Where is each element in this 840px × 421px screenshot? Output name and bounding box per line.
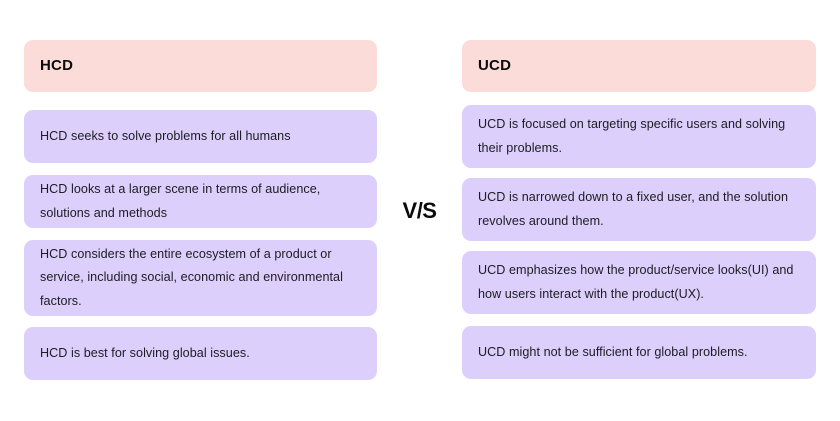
hcd-point-2: HCD looks at a larger scene in terms of …: [24, 175, 377, 228]
column-hcd: HCD HCD seeks to solve problems for all …: [24, 40, 377, 380]
ucd-point-3: UCD emphasizes how the product/service l…: [462, 251, 816, 314]
hcd-point-3-text: HCD considers the entire ecosystem of a …: [40, 247, 343, 308]
ucd-point-3-text: UCD emphasizes how the product/service l…: [478, 263, 794, 301]
hcd-point-4-text: HCD is best for solving global issues.: [40, 345, 250, 360]
versus-divider: V/S: [377, 190, 462, 232]
hcd-point-3: HCD considers the entire ecosystem of a …: [24, 240, 377, 316]
hcd-point-4: HCD is best for solving global issues.: [24, 327, 377, 380]
column-ucd: UCD UCD is focused on targeting specific…: [462, 40, 816, 379]
ucd-point-2: UCD is narrowed down to a fixed user, an…: [462, 178, 816, 241]
ucd-point-1: UCD is focused on targeting specific use…: [462, 105, 816, 168]
ucd-point-2-text: UCD is narrowed down to a fixed user, an…: [478, 190, 789, 228]
column-header-ucd: UCD: [462, 40, 816, 92]
ucd-point-4-text: UCD might not be sufficient for global p…: [478, 344, 748, 359]
versus-label: V/S: [402, 198, 437, 223]
column-header-hcd: HCD: [24, 40, 377, 92]
column-header-label: HCD: [40, 57, 74, 75]
hcd-point-1-text: HCD seeks to solve problems for all huma…: [40, 128, 291, 143]
ucd-point-1-text: UCD is focused on targeting specific use…: [478, 117, 786, 155]
hcd-point-1: HCD seeks to solve problems for all huma…: [24, 110, 377, 163]
column-header-label: UCD: [478, 57, 512, 75]
ucd-point-4: UCD might not be sufficient for global p…: [462, 326, 816, 379]
hcd-point-2-text: HCD looks at a larger scene in terms of …: [40, 182, 321, 220]
